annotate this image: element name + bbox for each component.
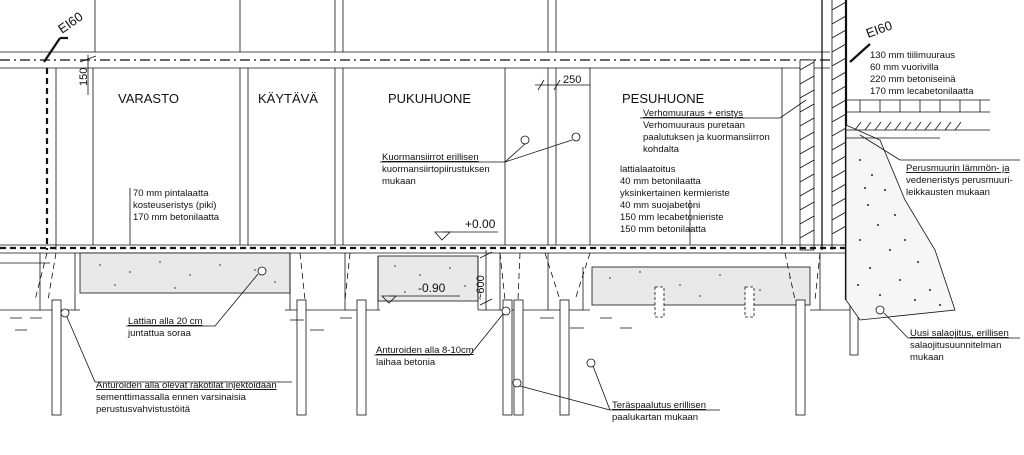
level-plus-text: +0.00 [465,217,496,231]
dimension-150: 150 [78,55,97,95]
note-line: perustusvahvistustöitä [96,404,191,415]
note-salaojitus: Uusi salaojitus, erillisen salaojitusuun… [910,328,1009,363]
note-line: 150 mm lecabetonieriste [620,212,724,223]
dim-250-text: 250 [563,74,581,86]
note-terasp: Teräspaalutus erillisen paalukartan muka… [612,400,706,423]
note-line: paalukartan mukaan [612,412,698,423]
room-pukuhuone: PUKUHUONE [388,91,471,106]
dim-150-text: 150 [78,68,90,86]
note-line: mukaan [910,352,944,363]
note-line: 170 mm betonilaatta [133,212,220,223]
note-wall-line: 170 mm lecabetonilaatta [870,86,974,97]
ground-hatch [10,317,632,331]
note-line: salaojitusuunnitelman [910,340,1001,351]
note-line: yksinkertainen kermieriste [620,188,730,199]
dim-600-text: ~600 [475,275,487,300]
note-line: mukaan [382,176,416,187]
insulation-hatch [799,1,847,239]
note-line: Kuormansiirrot erillisen [382,152,479,163]
note-line: laihaa betonia [376,357,436,368]
note-wall-line: 220 mm betoniseinä [870,74,956,85]
note-line: leikkausten mukaan [906,187,990,198]
room-kaytava: KÄYTÄVÄ [258,91,318,106]
note-lattia-varasto: 70 mm pintalaatta kosteuseristys (piki) … [133,188,220,223]
dimension-250: 250 [535,74,590,91]
note-line: paalutuksen ja kuormansiirron [643,132,770,143]
callouts [60,99,1020,411]
room-varasto: VARASTO [118,91,179,106]
note-line: Anturoiden alla olevat rakotilat injekto… [96,380,277,391]
note-line: kosteuseristys (piki) [133,200,216,211]
note-line: 40 mm betonilaatta [620,176,702,187]
note-line: Lattian alla 20 cm [128,316,203,327]
note-wall-layers: 130 mm tiilimuuraus 60 mm vuorivilla 220… [870,50,974,97]
note-wall-line: 60 mm vuorivilla [870,62,939,73]
note-line: 70 mm pintalaatta [133,188,209,199]
fire-class-left-text: EI60 [55,9,86,37]
note-line: Verhomuuraus + eristys [643,108,743,119]
room-pesuhuone: PESUHUONE [622,91,705,106]
note-kuormansiirrot: Kuormansiirrot erillisen kuormansiirtopi… [382,152,490,187]
note-anturoiden-betoni: Anturoiden alla 8-10cm laihaa betonia [376,345,474,368]
note-wall-line: 130 mm tiilimuuraus [870,50,955,61]
level-minus: -0.90 [381,281,460,304]
note-line: Uusi salaojitus, erillisen [910,328,1009,339]
note-line: Anturoiden alla 8-10cm [376,345,474,356]
dimension-600: ~600 [475,250,493,310]
foundation-walls [0,253,860,311]
note-anturoiden-rakot: Anturoiden alla olevat rakotilat injekto… [96,380,277,415]
note-line: 150 mm betonilaatta [620,224,707,235]
note-line: Teräspaalutus erillisen [612,400,706,411]
note-lattia-pesu: lattialaatoitus 40 mm betonilaatta yksin… [620,164,730,235]
note-line: juntattua soraa [127,328,192,339]
concrete-footings [79,252,811,306]
soil-fill [845,99,990,321]
upper-structure [0,0,830,69]
fire-class-right-text: EI60 [864,18,894,41]
note-perusmuuri: Perusmuurin lämmön- ja vedeneristys peru… [906,163,1013,198]
note-line: kuormansiirtopiirustuksen [382,164,490,175]
note-line: vedeneristys perusmuuri- [906,175,1013,186]
fire-class-left: EI60 [43,9,86,63]
note-lattian-alla: Lattian alla 20 cm juntattua soraa [127,316,203,339]
level-minus-text: -0.90 [418,281,446,295]
level-plus: +0.00 [434,217,498,241]
note-verhomuuraus: Verhomuuraus + eristys Verhomuuraus pure… [643,108,770,155]
pile-brackets [34,252,821,301]
note-line: Perusmuurin lämmön- ja [906,163,1010,174]
note-line: Verhomuuraus puretaan [643,120,745,131]
note-line: lattialaatoitus [620,164,676,175]
note-line: kohdalta [643,144,680,155]
note-line: sementtimassalla ennen varsinaisia [96,392,247,403]
steel-piles [51,286,859,416]
note-line: 40 mm suojabetoni [620,200,700,211]
